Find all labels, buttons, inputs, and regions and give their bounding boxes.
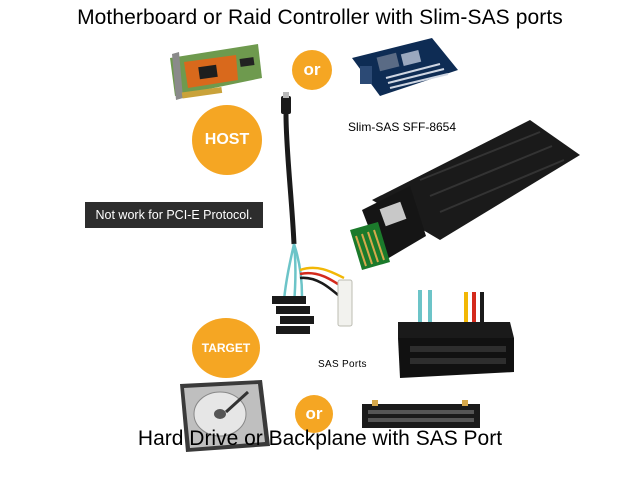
- target-badge-label: TARGET: [201, 341, 251, 355]
- breakout-cable-icon: [272, 92, 353, 334]
- host-badge-label: HOST: [204, 131, 250, 148]
- motherboard-icon: [352, 38, 458, 96]
- or-badge-top-label: or: [303, 60, 321, 79]
- footer-title: Hard Drive or Backplane with SAS Port: [137, 427, 503, 450]
- or-badge-top: or: [292, 50, 332, 90]
- protocol-note-text: Not work for PCI-E Protocol.: [95, 208, 253, 222]
- or-badge-bottom-label: or: [305, 404, 323, 423]
- target-badge: TARGET: [192, 318, 260, 378]
- or-badge-bottom: or: [295, 395, 333, 433]
- host-badge: HOST: [192, 105, 262, 175]
- sas-connector-icon: [398, 290, 514, 378]
- page-title: Motherboard or Raid Controller with Slim…: [77, 6, 563, 29]
- raid-controller-card-icon: [170, 44, 262, 100]
- slim-sas-label: Slim-SAS SFF-8654: [348, 120, 457, 134]
- protocol-note: Not work for PCI-E Protocol.: [85, 202, 263, 228]
- backplane-icon: [362, 400, 480, 428]
- slim-sas-connector-icon: [350, 120, 580, 270]
- sas-ports-label: SAS Ports: [318, 359, 367, 370]
- hard-drive-icon: [180, 380, 270, 452]
